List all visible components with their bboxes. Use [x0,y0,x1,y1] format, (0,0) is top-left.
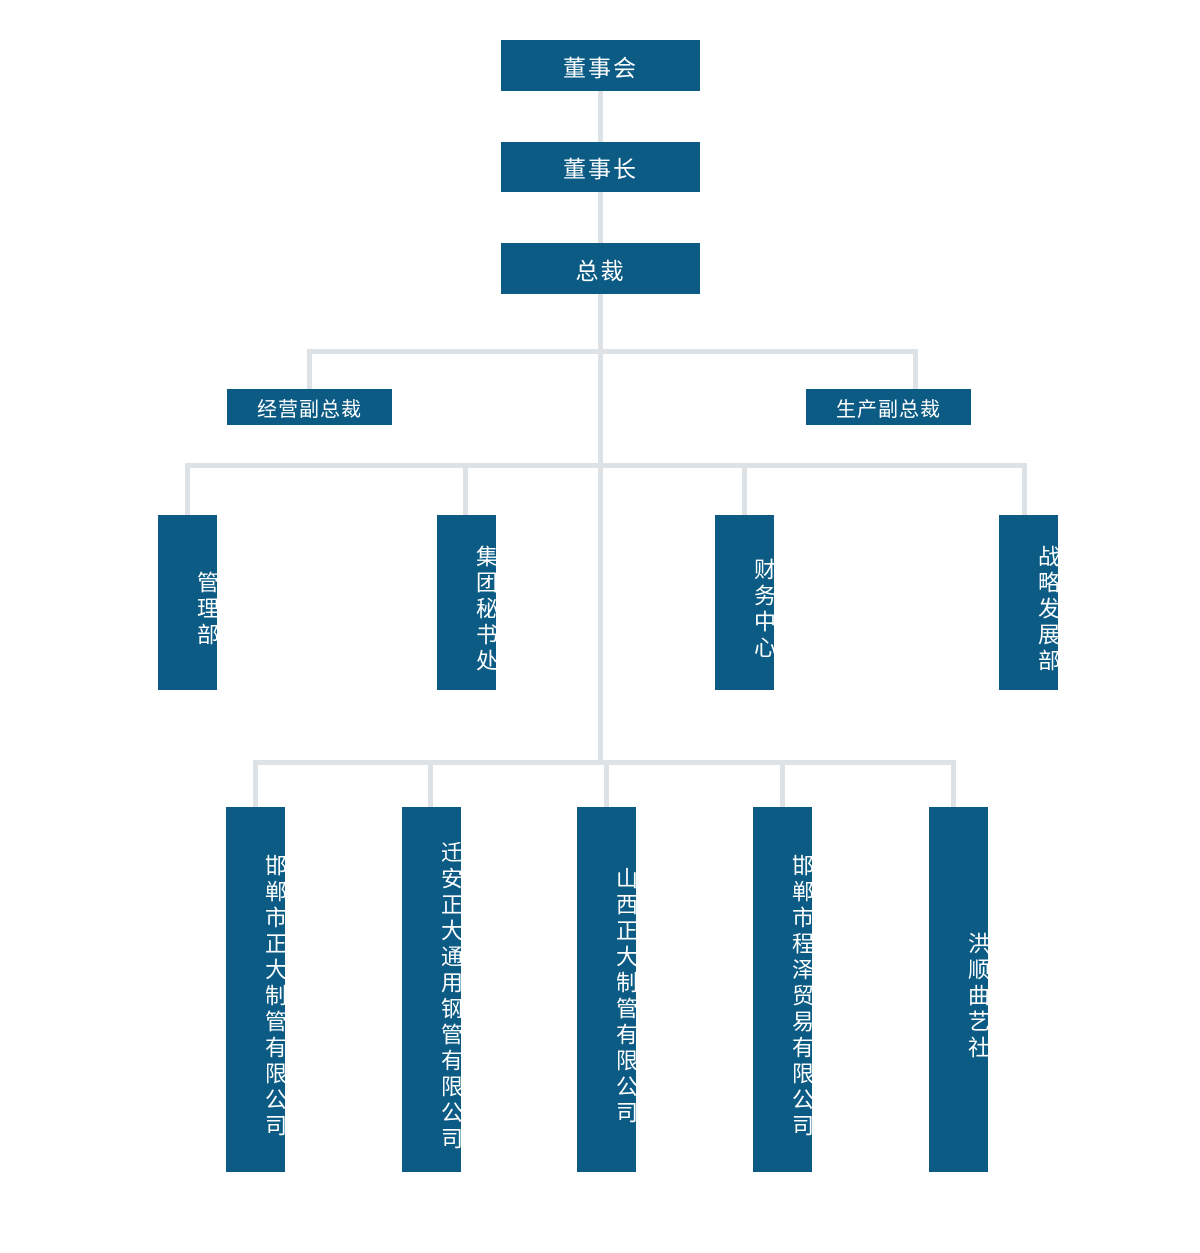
connector-board-to-chairman [598,91,603,142]
node-chairman[interactable]: 董事长 [501,142,700,192]
node-dept-strategy-development[interactable]: 战略发展部 [999,515,1060,690]
connector-drop-dept-strategy-development [1022,463,1027,515]
node-dept-group-secretariat[interactable]: 集团秘书处 [437,515,498,690]
connector-drop-dept-finance-center [742,463,747,515]
node-chairman-label: 董事长 [563,156,638,182]
connector-chairman-to-president [598,192,603,243]
connector-drop-dept-management [185,463,190,515]
node-dept-strategy-development-label: 战略发展部 [1035,544,1060,675]
connector-drop-sub-qianan-zhengda [428,760,433,807]
node-sub-shanxi-zhengda-label: 山西正大制管有限公司 [613,866,638,1127]
node-president-label: 总裁 [575,257,626,284]
connector-drop-sub-handan-chengze [780,760,785,807]
node-dept-finance-center[interactable]: 财务中心 [715,515,776,690]
node-board-label: 董事会 [563,54,638,81]
node-sub-hongshun-quyishe-label: 洪顺曲艺社 [965,931,990,1062]
node-dept-group-secretariat-label: 集团秘书处 [473,544,498,675]
connector-drop-sub-handan-zhengda [253,760,258,807]
node-sub-handan-zhengda-label: 邯郸市正大制管有限公司 [262,853,287,1140]
node-dept-management[interactable]: 管理部 [158,515,219,690]
node-dept-management-label: 管理部 [194,570,219,649]
connector-bus-departments [185,463,1027,468]
node-sub-handan-zhengda[interactable]: 邯郸市正大制管有限公司 [226,807,287,1172]
connector-president-trunk [598,294,603,765]
node-vp-production[interactable]: 生产副总裁 [806,389,971,425]
connector-bus-vice-presidents [307,349,918,354]
node-president[interactable]: 总裁 [501,243,700,294]
connector-drop-vp-operations [307,349,312,389]
node-sub-hongshun-quyishe[interactable]: 洪顺曲艺社 [929,807,990,1172]
connector-drop-sub-hongshun-quyishe [951,760,956,807]
node-board[interactable]: 董事会 [501,40,700,91]
node-sub-shanxi-zhengda[interactable]: 山西正大制管有限公司 [577,807,638,1172]
node-sub-qianan-zhengda[interactable]: 迁安正大通用钢管有限公司 [402,807,463,1172]
node-vp-operations[interactable]: 经营副总裁 [227,389,392,425]
node-sub-handan-chengze[interactable]: 邯郸市程泽贸易有限公司 [753,807,814,1172]
connector-drop-dept-group-secretariat [463,463,468,515]
node-dept-finance-center-label: 财务中心 [751,557,776,662]
node-vp-operations-label: 经营副总裁 [257,398,362,421]
node-vp-production-label: 生产副总裁 [836,398,941,421]
node-sub-handan-chengze-label: 邯郸市程泽贸易有限公司 [789,853,814,1140]
connector-drop-vp-production [913,349,918,389]
node-sub-qianan-zhengda-label: 迁安正大通用钢管有限公司 [438,840,463,1153]
connector-drop-sub-shanxi-zhengda [604,760,609,807]
